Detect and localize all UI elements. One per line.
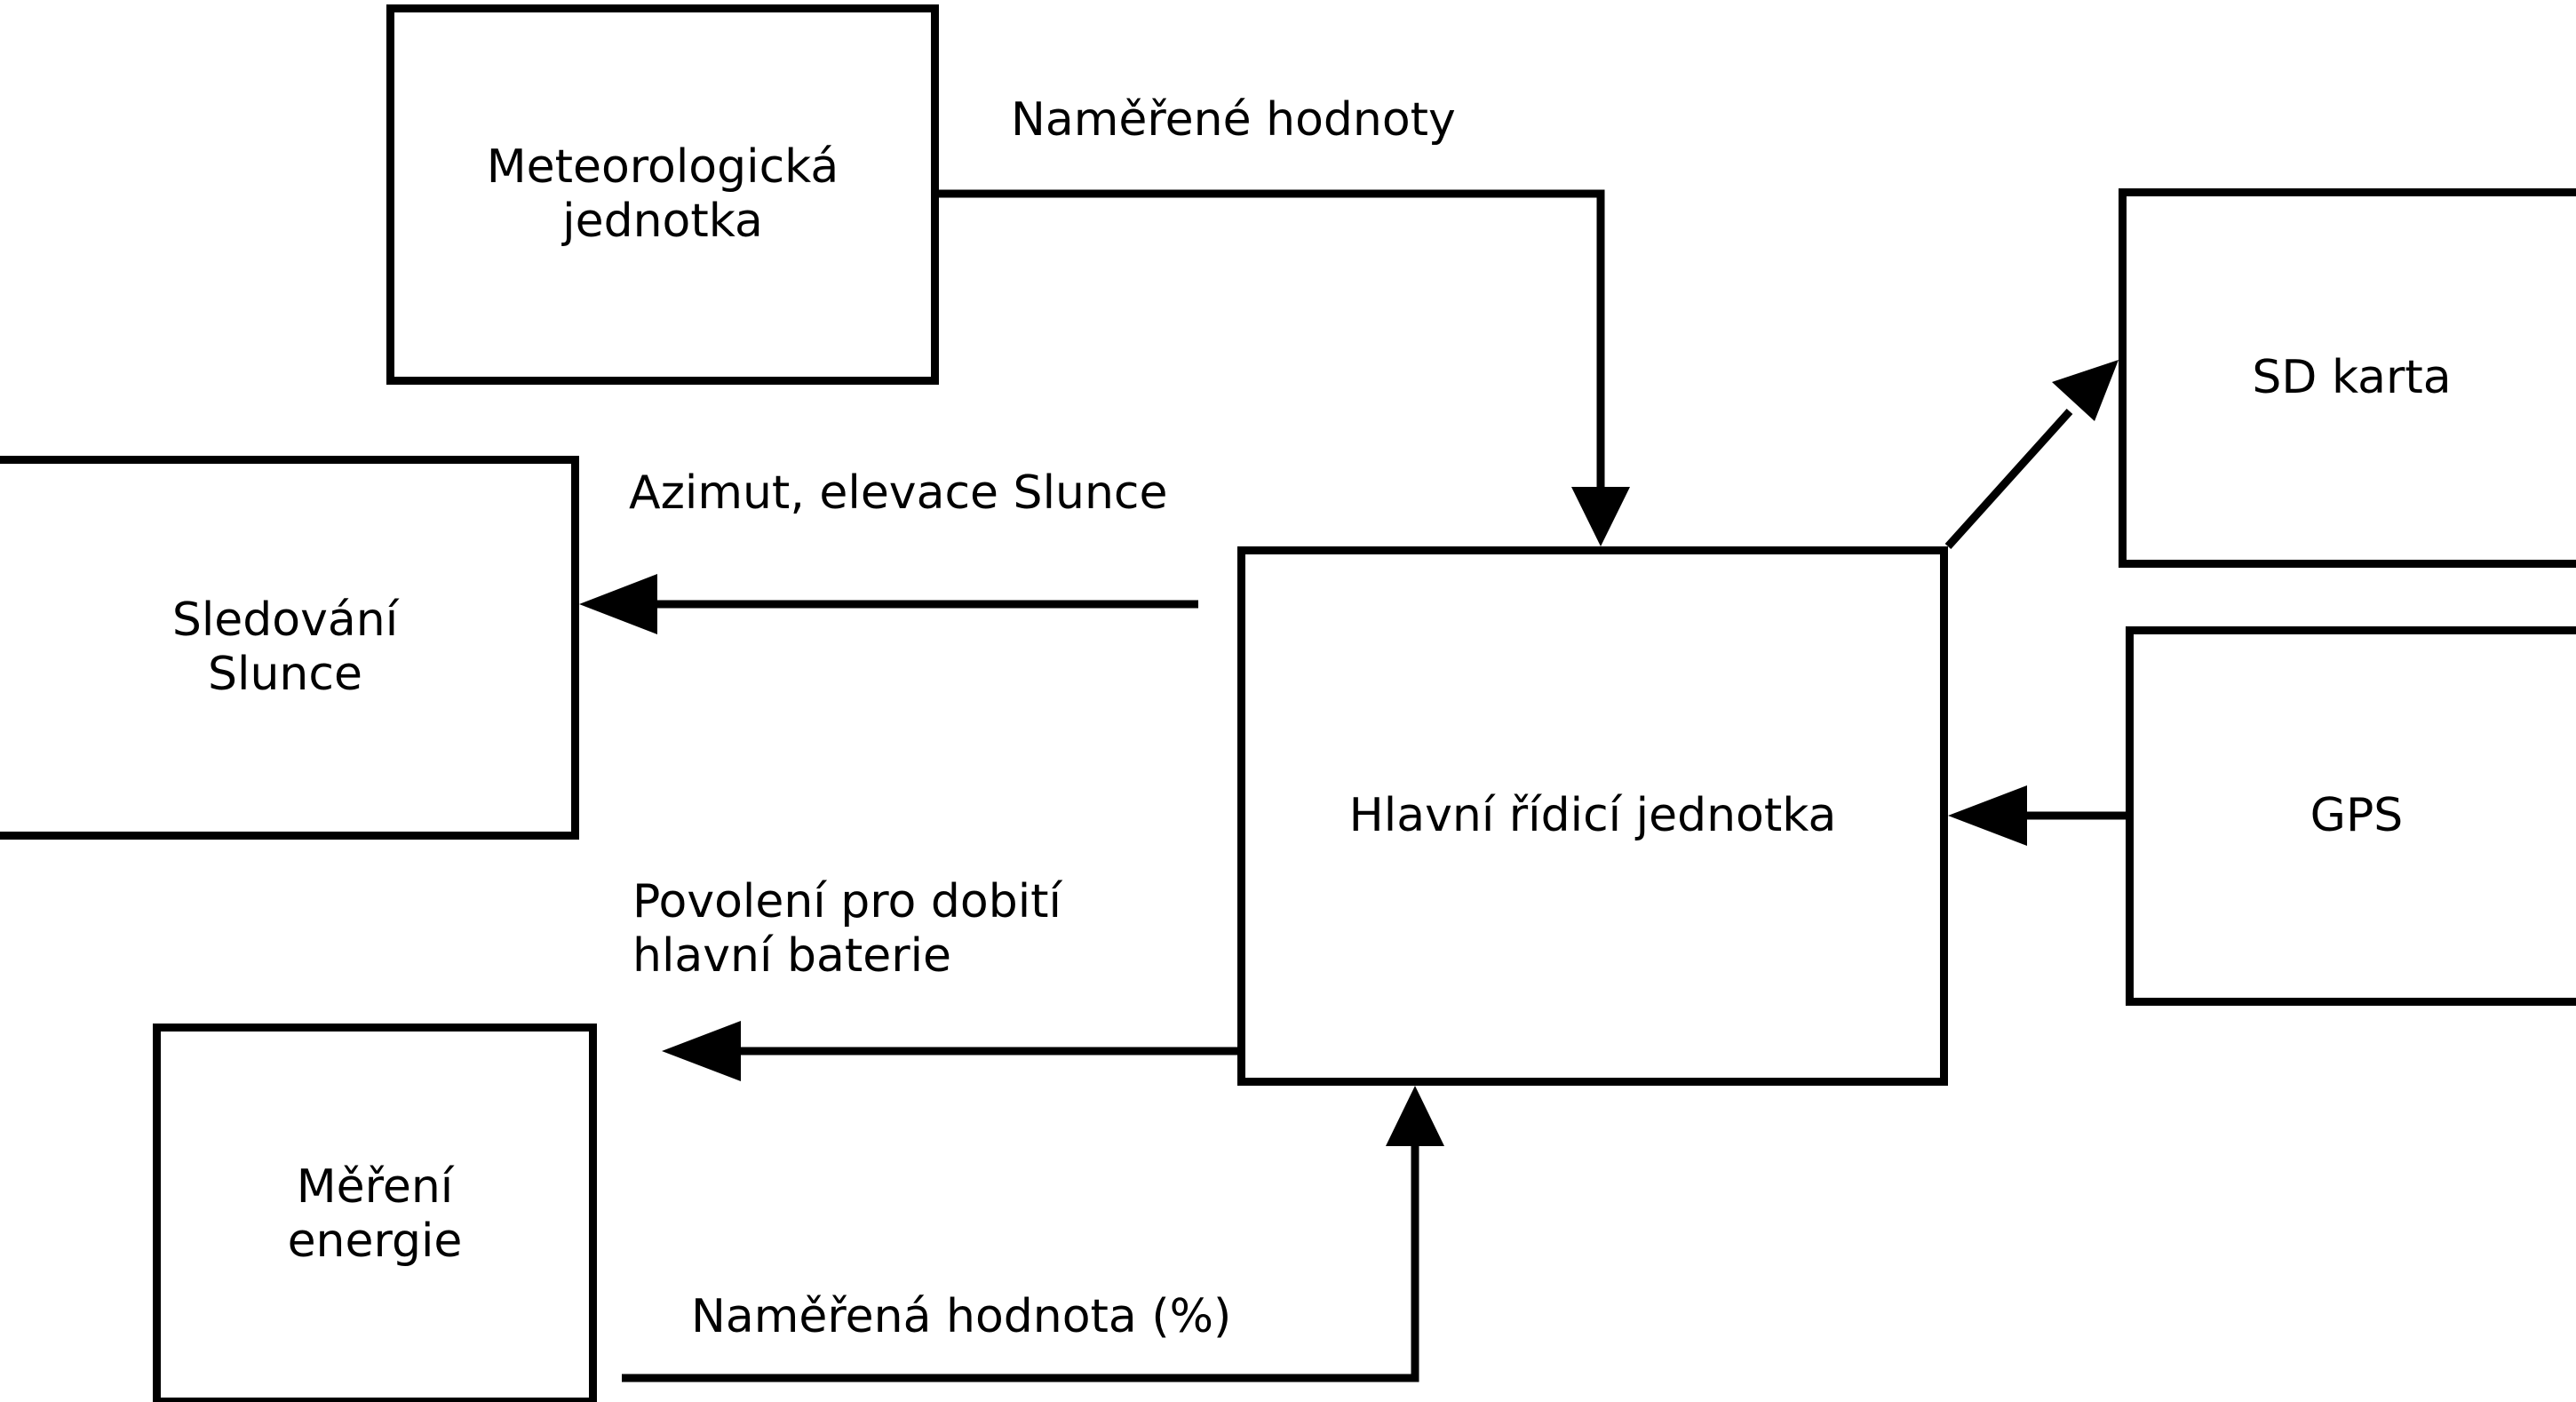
node-sun-tracking[interactable]: Sledování Slunce [0,456,579,840]
edge-label-measured-value-percent: Naměřená hodnota (%) [691,1290,1232,1343]
edge-label-measured-values: Naměřené hodnoty [1011,93,1456,147]
node-sd-card-label: SD karta [2252,350,2452,404]
node-sd-card[interactable]: SD karta [2119,188,2576,568]
connector-meteo-to-main [939,189,1630,546]
edge-label-battery-charge-permission: Povolení pro dobití hlavní baterie [632,875,1061,984]
node-energy-measurement-label: Měření energie [287,1159,463,1268]
connector-main-to-energy [662,1021,1237,1081]
connector-energy-to-main [622,1086,1444,1382]
node-gps[interactable]: GPS [2126,626,2576,1006]
edge-label-azimuth-elevation: Azimut, elevace Slunce [629,466,1168,520]
node-energy-measurement[interactable]: Měření energie [153,1024,597,1402]
connector-main-to-sd [1944,360,2119,550]
node-meteo-unit-label: Meteorologická jednotka [486,139,839,248]
node-main-control-unit-label: Hlavní řídicí jednotka [1348,788,1837,842]
connector-gps-to-main [1948,785,2126,846]
node-sun-tracking-label: Sledování Slunce [171,593,399,701]
node-main-control-unit[interactable]: Hlavní řídicí jednotka [1237,546,1948,1086]
node-meteo-unit[interactable]: Meteorologická jednotka [386,4,939,385]
connector-main-to-sun [579,574,1198,634]
node-gps-label: GPS [2310,788,2404,842]
